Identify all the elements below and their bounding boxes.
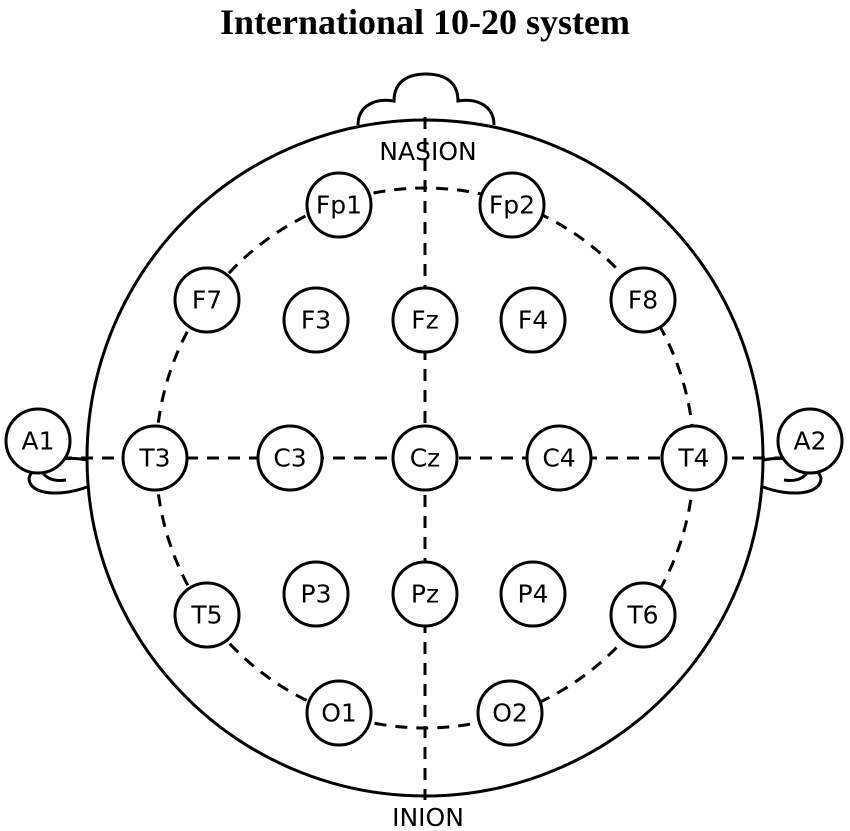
electrode-p4: P4 <box>499 560 567 628</box>
electrode-f4: F4 <box>499 286 567 354</box>
electrode-f7: F7 <box>173 266 241 334</box>
nose-shape <box>356 72 496 126</box>
electrode-label-c3: C3 <box>273 444 306 473</box>
electrode-f8: F8 <box>609 266 677 334</box>
electrode-label-fz: Fz <box>411 306 439 335</box>
electrode-cz: Cz <box>391 424 459 492</box>
electrode-label-o2: O2 <box>492 699 528 728</box>
electrode-label-cz: Cz <box>410 444 441 473</box>
electrode-label-a1: A1 <box>21 427 54 456</box>
electrode-label-p3: P3 <box>301 580 332 609</box>
electrode-label-f7: F7 <box>192 286 222 315</box>
electrode-fz: Fz <box>391 286 459 354</box>
electrode-o1: O1 <box>305 679 373 747</box>
diagram-title: International 10-20 system <box>220 2 630 42</box>
electrode-f3: F3 <box>282 286 350 354</box>
electrode-label-p4: P4 <box>518 580 549 609</box>
electrode-c4: C4 <box>525 424 593 492</box>
electrode-o2: O2 <box>476 679 544 747</box>
electrode-pz: Pz <box>391 560 459 628</box>
electrode-t5: T5 <box>173 581 241 649</box>
electrode-label-t6: T6 <box>626 601 658 630</box>
electrode-label-t3: T3 <box>138 444 170 473</box>
electrode-a2: A2 <box>776 407 844 475</box>
inion-label: INION <box>392 803 464 831</box>
electrode-label-f8: F8 <box>628 286 658 315</box>
electrode-fp2: Fp2 <box>478 171 546 239</box>
electrode-label-t5: T5 <box>190 601 222 630</box>
electrode-label-c4: C4 <box>542 444 575 473</box>
electrode-label-o1: O1 <box>321 699 357 728</box>
electrode-t3: T3 <box>121 424 189 492</box>
electrode-p3: P3 <box>282 560 350 628</box>
nasion-label: NASION <box>379 137 476 166</box>
electrode-c3: C3 <box>256 424 324 492</box>
electrode-label-fp2: Fp2 <box>489 191 535 220</box>
electrode-a1: A1 <box>4 407 72 475</box>
electrode-fp1: Fp1 <box>305 171 373 239</box>
electrode-label-f4: F4 <box>518 306 548 335</box>
electrode-label-fp1: Fp1 <box>316 191 362 220</box>
electrode-label-f3: F3 <box>301 306 331 335</box>
electrode-label-a2: A2 <box>793 427 826 456</box>
electrode-label-t4: T4 <box>677 444 709 473</box>
electrode-t4: T4 <box>660 424 728 492</box>
electrode-label-pz: Pz <box>411 580 439 609</box>
electrode-t6: T6 <box>609 581 677 649</box>
